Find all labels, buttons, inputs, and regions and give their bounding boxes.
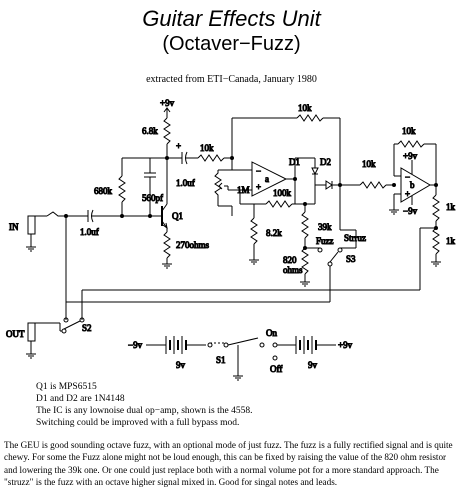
s1-contact-right — [272, 342, 278, 348]
label-in: IN — [9, 222, 19, 232]
s1-lever — [227, 337, 259, 346]
note-ic: The IC is any lownoise dual op−amp, show… — [36, 406, 253, 416]
resistor-820 — [301, 247, 309, 275]
label-10k-b-fb: 10k — [402, 126, 416, 136]
label-opamp-a: a — [265, 174, 269, 184]
output-jack — [27, 322, 36, 342]
note-switching: Switching could be improved with a full … — [36, 418, 240, 428]
component-notes: Q1 is MPS6515 D1 and D2 are 1N4148 The I… — [36, 381, 252, 429]
resistor-8k2 — [250, 217, 258, 245]
s2-lever — [63, 320, 81, 330]
label-vplus-b: +9v — [403, 151, 418, 161]
s1-contact-mid-left — [223, 342, 229, 348]
label-vminus-b: −9v — [403, 206, 418, 216]
input-jack — [27, 215, 36, 235]
label-1k-a: 1k — [446, 202, 456, 212]
schematic-title: Guitar Effects Unit — [142, 6, 321, 31]
label-bat2: 9v — [308, 360, 318, 370]
opamp-a — [251, 161, 288, 197]
resistor-10k-in — [197, 154, 225, 162]
label-opamp-b: b — [410, 180, 415, 190]
s1-contact-on — [259, 342, 265, 348]
resistor-39k — [301, 211, 309, 239]
s3-lever — [329, 251, 339, 263]
transistor-stage: +9v 6.8k 680k 560pf Q1 270ohms — [94, 98, 210, 269]
label-d2: D2 — [320, 157, 331, 167]
label-on: On — [266, 328, 277, 338]
potentiometer-1m — [214, 170, 222, 206]
label-820: 820 — [283, 255, 297, 265]
label-out: OUT — [6, 329, 25, 339]
label-680k: 680k — [94, 186, 113, 196]
diode-d1 — [311, 167, 319, 176]
label-s1: S1 — [216, 355, 226, 365]
label-fuzz: Fuzz — [316, 236, 334, 246]
s1-contact-left — [207, 342, 213, 348]
label-10k-fb: 10k — [298, 103, 312, 113]
diode-section: D1 D2 39k Fuzz Strruz 820 ohms — [66, 157, 367, 303]
power-section: −9v 9v S1 On Off 9v +9v — [128, 328, 353, 381]
s1-contact-off — [272, 355, 278, 361]
note-q1: Q1 is MPS6515 — [36, 382, 97, 392]
label-560pf: 560pf — [142, 193, 163, 203]
note-diodes: D1 and D2 are 1N4148 — [36, 394, 125, 404]
schematic-subtitle: (Octaver−Fuzz) — [162, 33, 301, 55]
label-off: Off — [270, 364, 282, 374]
s2-contact-effect — [79, 317, 85, 323]
resistor-10k-fb — [296, 114, 324, 122]
opamp-b-stage: 10k 10k − + b +9v −9v 1k 1k — [81, 126, 456, 320]
resistor-1k-a — [432, 194, 440, 222]
s2-common — [61, 328, 67, 334]
svg-text:+: + — [176, 141, 181, 151]
supply-label-top: +9v — [160, 98, 175, 108]
label-6k8: 6.8k — [142, 126, 158, 136]
label-1k-b: 1k — [446, 236, 456, 246]
svg-text:+: + — [256, 182, 261, 192]
resistor-270 — [163, 231, 171, 259]
s3-contact-strruz — [337, 247, 343, 253]
resistor-10k-b-fb — [397, 140, 425, 148]
label-strruz: Strruz — [344, 233, 366, 243]
svg-text:+: + — [405, 189, 410, 199]
s3-common — [327, 261, 333, 267]
label-cin: 1.0uf — [80, 227, 99, 237]
diode-d2 — [325, 180, 333, 190]
description-paragraph: The GEU is good sounding octave fuzz, wi… — [4, 440, 453, 487]
label-bat1: 9v — [176, 360, 186, 370]
label-8k2: 8.2k — [266, 228, 282, 238]
opamp-b — [400, 167, 431, 203]
resistor-100k — [265, 200, 293, 208]
label-100k: 100k — [273, 188, 292, 198]
label-10k-b: 10k — [362, 159, 376, 169]
resistor-10k-b — [359, 181, 387, 189]
resistor-1k-b — [432, 227, 440, 255]
s2-contact-bypass — [63, 317, 69, 323]
resistor-680k — [118, 175, 126, 203]
label-cmid: 1.0uf — [176, 178, 195, 188]
label-s3: S3 — [346, 254, 356, 264]
label-pos9: +9v — [338, 340, 353, 350]
svg-text:−: − — [256, 166, 261, 176]
svg-text:−: − — [405, 172, 410, 182]
opamp-a-stage: + 1.0uf 10k 10k − + a 1M — [176, 103, 341, 265]
s3-contact-fuzz — [317, 247, 323, 253]
label-neg9: −9v — [128, 340, 143, 350]
source-note: extracted from ETI−Canada, January 1980 — [146, 74, 317, 85]
resistor-6k8 — [163, 117, 171, 145]
label-ohms: ohms — [283, 265, 303, 275]
label-270: 270ohms — [176, 240, 210, 250]
output-section: OUT S2 — [6, 317, 92, 359]
label-q1: Q1 — [172, 211, 183, 221]
input-section: IN 1.0uf — [9, 209, 100, 320]
label-s2: S2 — [82, 323, 92, 333]
label-39k: 39k — [318, 222, 332, 232]
label-10k-in: 10k — [200, 143, 214, 153]
